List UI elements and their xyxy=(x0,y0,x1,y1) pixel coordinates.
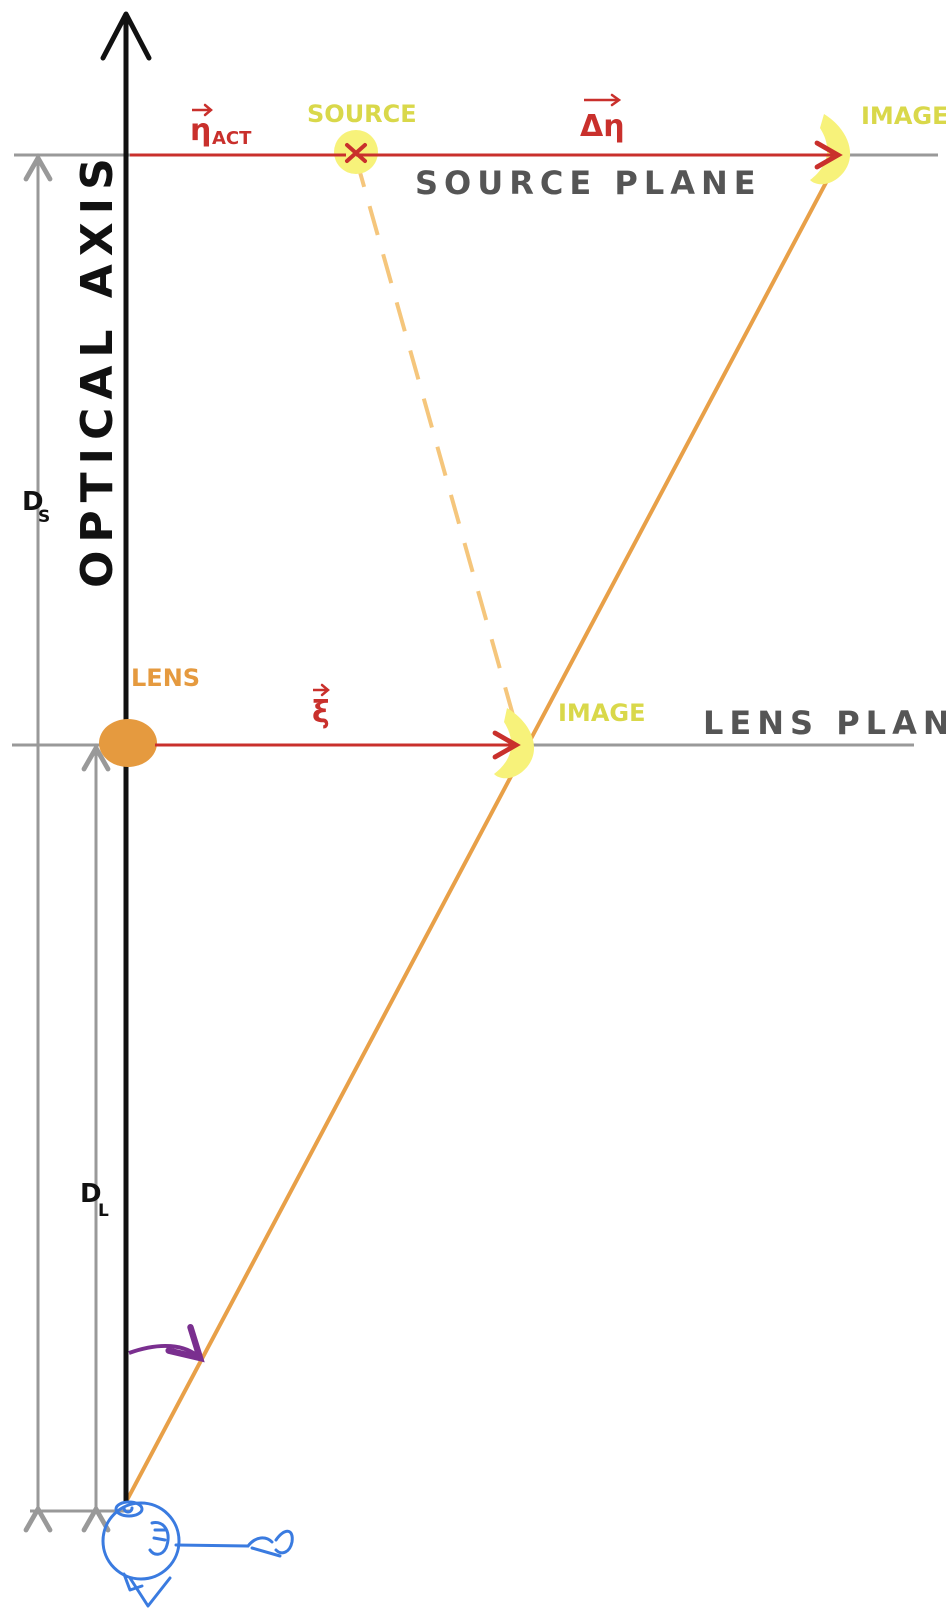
lens-plane-image-icon xyxy=(494,708,535,779)
dl-subscript: L xyxy=(98,1201,109,1221)
source-cross-icon xyxy=(345,143,367,163)
true-source-ray xyxy=(354,157,522,741)
optical-axis-arrowhead xyxy=(100,11,152,61)
delta-eta-symbol: Δη xyxy=(580,109,625,144)
lens-label: LENS xyxy=(131,664,200,692)
source-plane-image-label: IMAGE xyxy=(861,102,946,130)
optical-axis-label: OPTICAL AXIS xyxy=(72,150,123,588)
source-label: SOURCE xyxy=(307,100,417,128)
ds-main: D xyxy=(22,487,44,517)
eta-symbol: η xyxy=(190,113,211,148)
source-plane-label: SOURCE PLANE xyxy=(415,164,762,202)
xi-label: ξ xyxy=(312,683,330,730)
angle-arc xyxy=(128,1324,205,1363)
ds-label: D S xyxy=(22,487,50,527)
observer-stick-figure-icon xyxy=(101,1500,294,1608)
eta-subscript: ACT xyxy=(212,128,252,149)
lens-plane-image-label: IMAGE xyxy=(558,699,645,727)
lens-plane-label: LENS PLANE xyxy=(703,704,946,742)
eta-act-label: η ACT xyxy=(190,103,252,149)
observed-light-ray xyxy=(124,159,840,1503)
delta-eta-label: Δη xyxy=(580,93,625,144)
lens-blob-icon xyxy=(99,719,157,767)
xi-symbol: ξ xyxy=(312,695,330,730)
dl-main: D xyxy=(80,1179,102,1209)
source-plane-image-icon xyxy=(810,114,851,185)
ds-subscript: S xyxy=(38,507,50,527)
dl-label: D L xyxy=(80,1179,109,1221)
